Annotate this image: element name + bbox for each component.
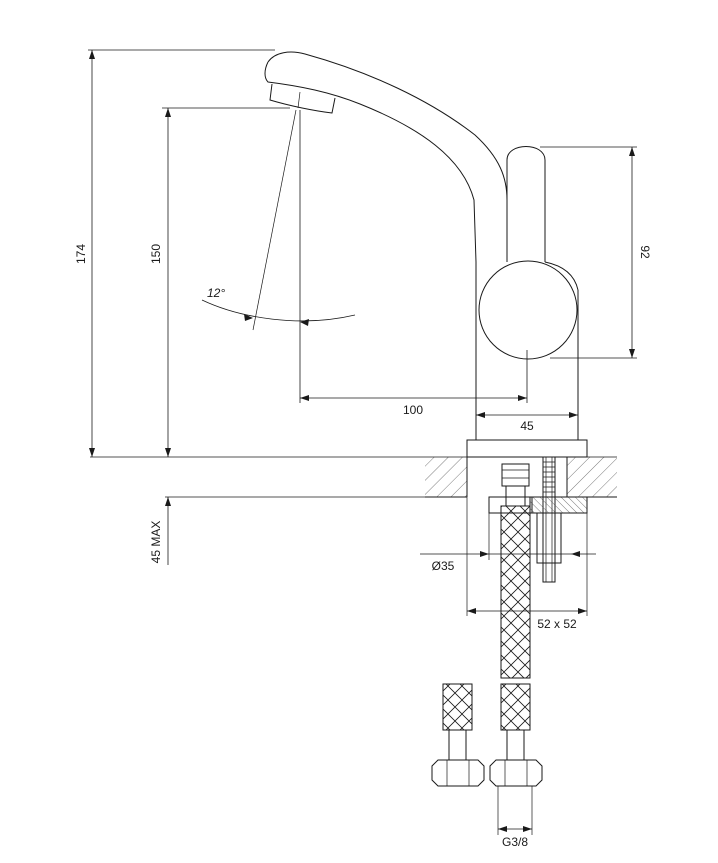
label-angle: 12° [207, 286, 225, 300]
label-handle-height: 92 [638, 245, 652, 259]
dimension-lines [88, 49, 637, 832]
dimension-labels: 174 150 45 MAX 92 100 45 12° Ø35 52 x 52… [74, 244, 652, 849]
label-reach: 100 [403, 403, 423, 417]
label-height-spout: 150 [149, 244, 163, 264]
label-base-plate: 52 x 52 [537, 617, 577, 631]
supply-hoses [431, 505, 543, 835]
label-counter-max: 45 MAX [149, 521, 163, 564]
base-flange [466, 439, 588, 458]
label-body-width: 45 [520, 419, 534, 433]
handle-cap [478, 260, 578, 360]
label-connection: G3/8 [502, 835, 528, 849]
label-height-total: 174 [74, 244, 88, 264]
faucet-body [264, 51, 588, 458]
label-hole-diameter: Ø35 [432, 559, 455, 573]
countertop-section [90, 456, 617, 498]
